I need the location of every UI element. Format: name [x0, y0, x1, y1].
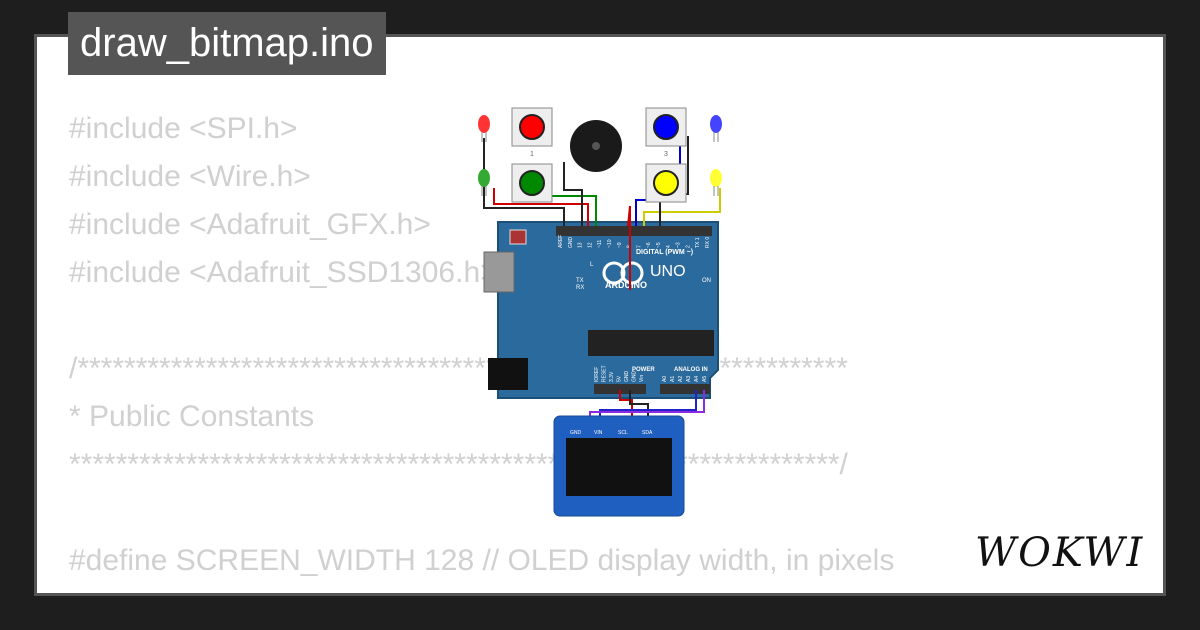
pin-label: TX 1	[695, 237, 701, 248]
pin-label: AREF	[558, 235, 564, 248]
arduino-brand-text: ARDUINO	[605, 280, 647, 290]
code-line-10: #define SCREEN_WIDTH 128 // OLED display…	[69, 544, 895, 577]
oled-display: GND VIN SCL SDA	[553, 415, 685, 517]
pin-label: ~10	[607, 239, 613, 248]
circuit-diagram: ARDUINO UNO DIGITAL (PWM ~) POWER ANALOG…	[478, 107, 722, 517]
arduino-logo-icon	[602, 261, 626, 285]
pin-label: GND	[568, 237, 574, 249]
pin-label: SDA	[642, 430, 653, 436]
buzzer	[570, 120, 622, 172]
pin-label: Vin	[639, 375, 645, 382]
led-blue	[710, 115, 722, 142]
code-line-1: #include <SPI.h>	[69, 112, 298, 145]
pin-label: GND	[624, 371, 630, 383]
code-line-4: #include <Adafruit_SSD1306.h>	[69, 256, 498, 289]
code-line-3: #include <Adafruit_GFX.h>	[69, 208, 431, 241]
chip	[588, 330, 714, 356]
pin-label: A0	[662, 376, 668, 382]
pin-label: VIN	[594, 430, 603, 436]
board-model-text: UNO	[650, 263, 686, 280]
arduino-uno-board: ARDUINO UNO DIGITAL (PWM ~) POWER ANALOG…	[483, 221, 719, 399]
led-label-tx: TX	[576, 278, 584, 284]
power-jack	[488, 358, 528, 390]
pin-label: A1	[670, 376, 676, 382]
led-yellow	[710, 169, 722, 196]
usb-port	[483, 251, 515, 293]
project-title: draw_bitmap.ino	[68, 12, 386, 75]
pin-label: 7	[636, 245, 642, 248]
power-header-label: POWER	[632, 367, 655, 373]
power-pin-header	[594, 384, 646, 394]
digital-header-label: DIGITAL (PWM ~)	[636, 249, 693, 256]
code-line-2: #include <Wire.h>	[69, 160, 311, 193]
pin-label: 4	[666, 245, 672, 248]
oled-pin-labels: GND VIN SCL SDA	[570, 430, 653, 436]
pushbutton-1[interactable]: 1	[511, 107, 553, 158]
pin-label: GND	[570, 430, 582, 436]
digital-header	[556, 226, 712, 236]
pin-label: IOREF	[594, 367, 600, 382]
pin-label: 2	[685, 245, 691, 248]
pin-label: 12	[587, 242, 593, 248]
svg-text:3: 3	[664, 151, 668, 158]
pin-label: SCL	[618, 430, 628, 436]
pin-label: 13	[578, 242, 584, 248]
pushbutton-3[interactable]: 3	[645, 107, 687, 158]
pin-label: ~5	[656, 242, 662, 248]
led-label-l: L	[590, 262, 594, 268]
pin-label: A4	[694, 376, 700, 382]
pin-label: 5V	[617, 375, 623, 382]
pin-label: RESET	[602, 365, 608, 382]
svg-text:WOKWI: WOKWI	[975, 530, 1144, 576]
led-label-rx: RX	[576, 285, 584, 291]
pushbutton-4[interactable]	[645, 163, 687, 203]
pin-label: A2	[678, 376, 684, 382]
pin-label: ~11	[597, 240, 603, 248]
led-red	[478, 115, 490, 142]
analog-header-label: ANALOG IN	[674, 367, 708, 373]
pin-label: RX 0	[705, 237, 711, 248]
wokwi-logo: WOKWI	[975, 530, 1144, 576]
pin-label: A5	[702, 376, 708, 382]
analog-pin-header	[660, 384, 710, 394]
pin-label: A3	[686, 376, 692, 382]
pin-label: ~6	[646, 242, 652, 248]
led-label-on: ON	[702, 278, 711, 284]
code-line-7: * Public Constants	[69, 400, 315, 433]
led-green	[478, 169, 490, 196]
pin-label: ~9	[617, 242, 623, 248]
pin-label: GND	[632, 371, 638, 383]
pushbutton-2[interactable]	[511, 163, 553, 203]
reset-button[interactable]	[509, 229, 527, 245]
pin-label: 3.3V	[609, 371, 615, 382]
code-line-11: #define SCREEN_HEIGHT 64 // OLED display…	[69, 585, 904, 593]
pin-label: ~3	[676, 242, 682, 248]
code-line-8: ****************************************…	[69, 448, 848, 481]
oled-screen	[566, 438, 672, 496]
svg-text:1: 1	[530, 151, 534, 158]
